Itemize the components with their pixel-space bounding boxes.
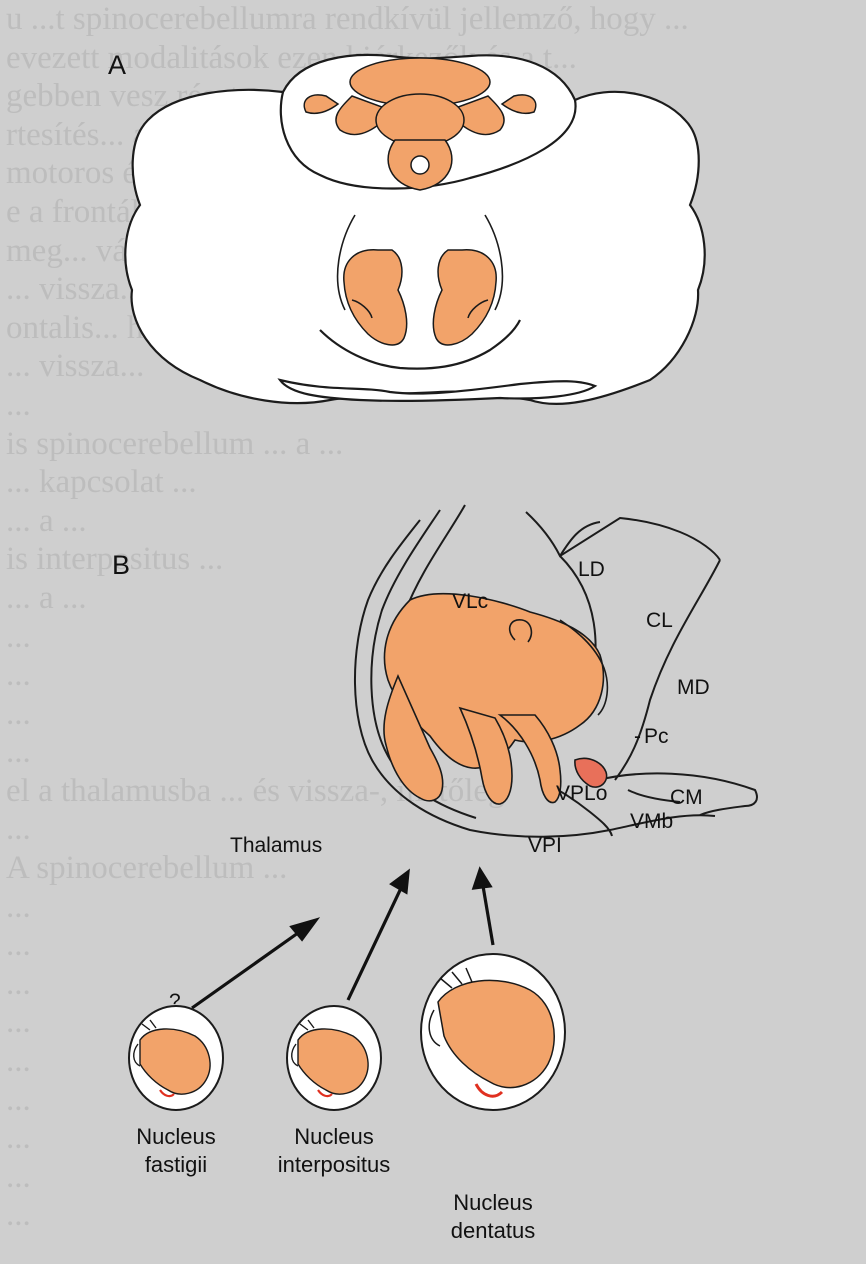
nucleus-dentatus-diagram (421, 954, 565, 1110)
label-pc-dash: - (634, 725, 641, 748)
label-vplo: VPLo (556, 782, 607, 805)
panel-a-label: A (108, 50, 126, 80)
arrow-fastigii (192, 928, 305, 1008)
arrow-head-interpositus (392, 872, 408, 892)
nucleus-labels: Nucleus fastigii Nucleus interpositus Nu… (136, 1124, 535, 1243)
label-vmb: VMb (630, 810, 673, 833)
label-dentatus-line2: dentatus (451, 1218, 535, 1243)
label-pc: Pc (644, 725, 669, 748)
panel-b-label: B (112, 550, 130, 580)
label-ld: LD (578, 558, 605, 581)
label-dentatus-line1: Nucleus (453, 1190, 532, 1215)
label-md: MD (677, 676, 710, 699)
label-thalamus: Thalamus (230, 834, 322, 857)
label-vpi: VPI (528, 834, 562, 857)
label-cm: CM (670, 786, 703, 809)
label-vlc: VLc (452, 590, 488, 613)
nucleus-fastigii-diagram (129, 1006, 223, 1110)
label-interpositus-line1: Nucleus (294, 1124, 373, 1149)
arrow-dentatus (483, 886, 493, 945)
nucleus-interpositus-diagram (287, 1006, 381, 1110)
arrow-interpositus (348, 886, 402, 1000)
label-interpositus-line2: interpositus (278, 1152, 391, 1177)
label-fastigii-line1: Nucleus (136, 1124, 215, 1149)
label-fastigii-line2: fastigii (145, 1152, 207, 1177)
panel-b-thalamic-homunculus (384, 594, 607, 804)
arrow-head-dentatus (474, 870, 490, 888)
label-cl: CL (646, 609, 673, 632)
